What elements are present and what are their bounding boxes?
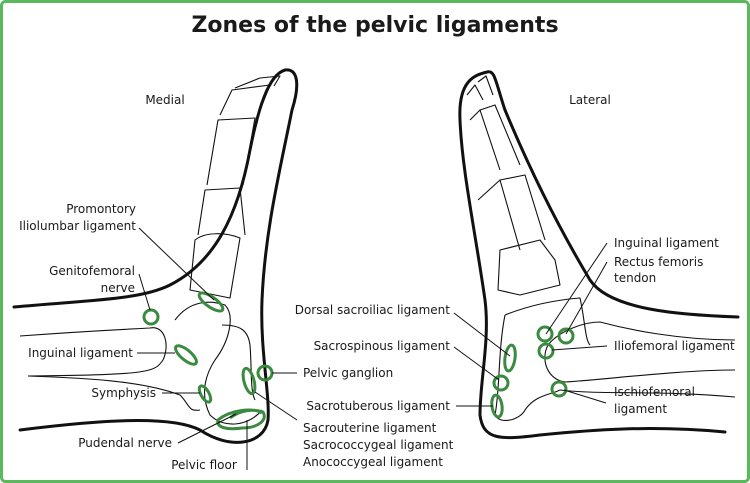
label-promontory: Promontory [66,202,136,216]
zone-iliolumbar [197,291,225,313]
label-iliolumbar-ligament: Iliolumbar ligament [19,219,136,233]
label-sacrospinous-ligament: Sacrospinous ligament [314,339,451,353]
zone-sacrotuberous [490,393,504,419]
zone-ischiofemoral [550,380,568,398]
zone-inguinal-lateral [536,325,554,343]
medial-foot-illustration [12,68,299,444]
label-anococcygeal-ligament: Anococcygeal ligament [303,455,443,469]
label-ischiofemoral: Ischiofemoral [614,385,695,399]
zone-rectus-femoris [557,327,575,345]
label-sacrococcygeal-ligament: Sacrococcygeal ligament [303,438,454,452]
label-symphysis: Symphysis [91,386,156,400]
label-pudendal-nerve: Pudendal nerve [78,436,172,450]
label-genitofemoral: Genitofemoral [49,264,135,278]
zone-sacrouterine [241,366,257,396]
diagram-title: Zones of the pelvic ligaments [191,13,558,38]
label-inguinal-ligament-medial: Inguinal ligament [28,346,133,360]
zone-dorsal-sacroiliac [503,343,517,373]
zone-inguinal [174,344,198,366]
zone-genitofemoral [142,308,160,326]
label-dorsal-sacroiliac-ligament: Dorsal sacroiliac ligament [295,303,451,317]
label-rectus-femoris-tendon: tendon [614,271,656,285]
medial-heading: Medial [145,93,184,107]
lateral-foot-illustration [458,70,740,440]
label-ischiofemoral-ligament: ligament [614,402,667,416]
lateral-heading: Lateral [569,93,611,107]
label-pelvic-ganglion: Pelvic ganglion [303,366,393,380]
zone-symphysis [197,384,213,404]
label-sacrouterine-ligament: Sacrouterine ligament [303,421,437,435]
zone-sacrospinous [492,374,510,392]
label-genitofemoral-nerve: nerve [101,281,135,295]
label-iliofemoral-ligament: Iliofemoral ligament [614,339,735,353]
label-pelvic-floor: Pelvic floor [171,458,237,472]
zone-iliofemoral [537,342,555,360]
label-inguinal-ligament-lateral: Inguinal ligament [614,236,719,250]
label-rectus-femoris: Rectus femoris [614,255,703,269]
label-sacrotuberous-ligament: Sacrotuberous ligament [306,399,450,413]
